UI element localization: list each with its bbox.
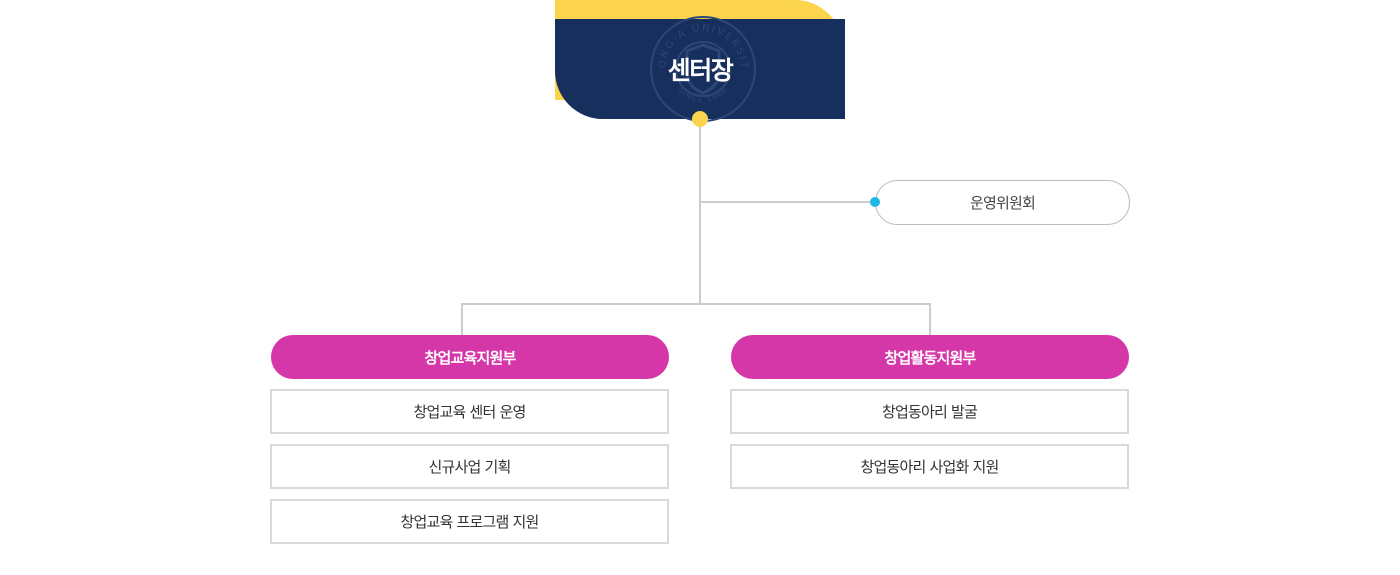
task-label: 창업교육 프로그램 지원 — [400, 513, 540, 531]
task-label: 창업교육 센터 운영 — [413, 403, 527, 421]
task-label: 창업동아리 사업화 지원 — [860, 458, 1000, 476]
branch-horizontal-line — [461, 303, 931, 305]
branch-left-line — [461, 303, 463, 335]
department-label: 창업활동지원부 — [884, 348, 976, 367]
seal-since-text: SINCE 1946 — [677, 85, 729, 104]
committee-node[interactable]: 운영위원회 — [875, 180, 1130, 225]
department-activity-support[interactable]: 창업활동지원부 — [731, 335, 1129, 379]
university-seal-icon: DONG-A UNIVERSITY SINCE 1946 — [647, 13, 756, 122]
committee-connector-line — [700, 201, 875, 203]
svg-text:SINCE 1946: SINCE 1946 — [677, 85, 730, 104]
trunk-line — [699, 119, 701, 304]
task-label: 신규사업 기획 — [428, 458, 512, 476]
department-education-task-list: 창업교육 센터 운영 신규사업 기획 창업교육 프로그램 지원 — [270, 389, 669, 554]
task-item[interactable]: 신규사업 기획 — [270, 444, 669, 489]
committee-connector-dot — [870, 197, 880, 207]
head-node[interactable]: DONG-A UNIVERSITY SINCE 1946 센터장 — [555, 13, 845, 122]
head-title: 센터장 — [667, 56, 734, 85]
department-label: 창업교육지원부 — [424, 348, 516, 367]
task-item[interactable]: 창업교육 프로그램 지원 — [270, 499, 669, 544]
task-label: 창업동아리 발굴 — [882, 403, 978, 421]
task-item[interactable]: 창업동아리 발굴 — [730, 389, 1129, 434]
head-connector-dot — [692, 111, 708, 127]
branch-right-line — [929, 303, 931, 335]
committee-label: 운영위원회 — [969, 194, 1036, 212]
department-education-support[interactable]: 창업교육지원부 — [271, 335, 669, 379]
task-item[interactable]: 창업동아리 사업화 지원 — [730, 444, 1129, 489]
department-activity-task-list: 창업동아리 발굴 창업동아리 사업화 지원 — [730, 389, 1129, 499]
task-item[interactable]: 창업교육 센터 운영 — [270, 389, 669, 434]
